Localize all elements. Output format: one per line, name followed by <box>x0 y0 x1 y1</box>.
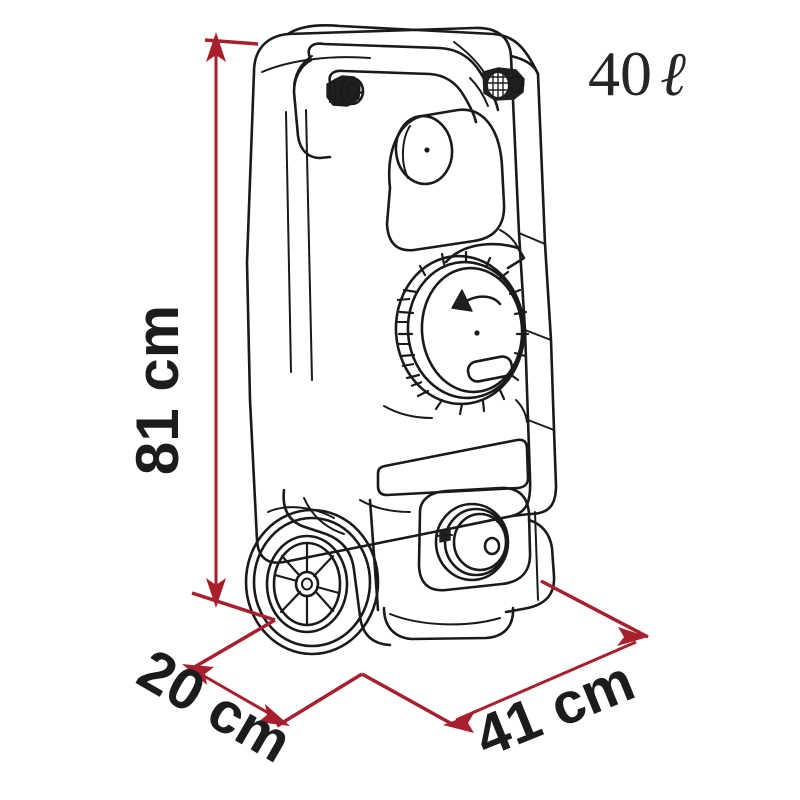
tank-right-face-edge <box>518 232 555 431</box>
outlet <box>417 486 532 592</box>
carry-handle-gap <box>469 77 489 107</box>
depth-extension-upper <box>185 618 276 674</box>
seam-under-hex <box>357 91 363 95</box>
top-recess <box>385 108 506 252</box>
depth-extension-lower <box>276 672 363 728</box>
top-shoulder-crease <box>261 56 371 73</box>
dimension-annotations: 81 cm 20 cm 41 cm <box>124 32 649 776</box>
carry-handle-inner <box>328 69 478 124</box>
body-crease-mid <box>383 405 433 419</box>
wheel <box>244 508 380 656</box>
wheel-fender <box>267 506 335 519</box>
tank-right-face <box>509 54 558 518</box>
vent-cap <box>482 67 525 101</box>
depth-dimension-line <box>196 670 278 720</box>
handle-left-post <box>292 58 332 160</box>
tank-top-surface <box>286 23 540 76</box>
height-label: 81 cm <box>124 305 191 475</box>
volume-unit: ℓ <box>660 41 686 109</box>
volume-label: 40 ℓ <box>588 38 686 109</box>
hex-fitting <box>326 75 365 107</box>
height-extension-bottom <box>191 591 276 622</box>
dimension-height: 81 cm <box>124 32 276 622</box>
dimension-width: 41 cm <box>361 579 649 770</box>
product-illustration <box>244 23 558 656</box>
body-step-upper <box>499 229 519 249</box>
body-rib-left-2 <box>305 109 313 381</box>
depth-arrow-start <box>182 664 214 685</box>
tank-bottom-seam <box>389 613 501 626</box>
width-extension-left <box>361 672 453 726</box>
label-panel <box>376 438 530 497</box>
width-label: 41 cm <box>466 648 643 770</box>
depth-label: 20 cm <box>127 637 302 776</box>
volume-value: 40 <box>588 38 652 109</box>
height-arrow-top <box>206 32 226 62</box>
body-lower-right-seam <box>534 511 539 601</box>
width-arrow-left <box>443 713 474 733</box>
body-rib-left <box>285 111 292 373</box>
body-lower-right-corner <box>504 518 556 614</box>
tank-bottom-skirt <box>382 606 515 641</box>
width-extension-right <box>540 579 649 639</box>
width-dimension-line <box>455 640 637 722</box>
width-arrow-right <box>617 627 648 646</box>
body-step-lower <box>359 499 411 513</box>
depth-arrow-end <box>258 704 290 726</box>
tank-body-outline <box>245 26 532 564</box>
height-arrow-bottom <box>206 578 226 608</box>
wheel-strut-inner <box>303 497 345 535</box>
body-crease-mid-right <box>515 399 528 423</box>
main-cap <box>394 242 530 416</box>
